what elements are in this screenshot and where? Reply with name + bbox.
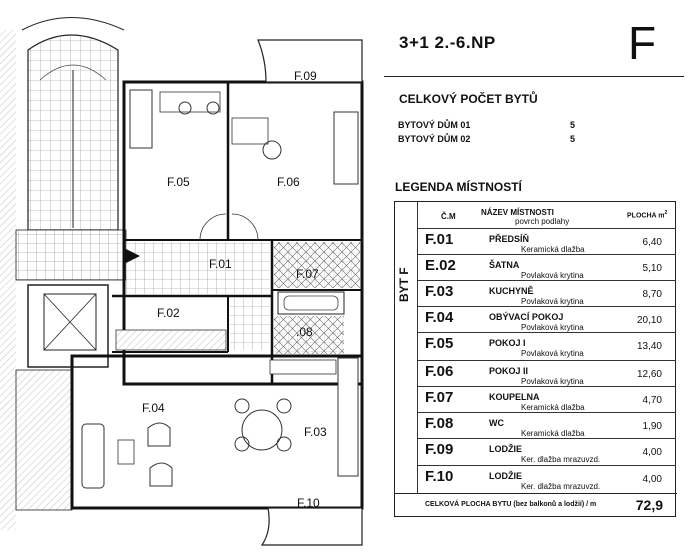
col-name: NÁZEV MÍSTNOSTI xyxy=(481,208,554,217)
dining-table xyxy=(241,409,283,451)
header-divider xyxy=(384,76,684,77)
sofa xyxy=(81,423,105,489)
entrance-arrow-icon xyxy=(124,248,140,264)
kitchen-counter xyxy=(337,357,359,477)
unit-label: BYT F xyxy=(397,267,411,302)
house-count-01: 5 xyxy=(570,120,576,130)
col-area: PLOCHA m2 xyxy=(627,210,668,220)
loggia-f10 xyxy=(260,507,363,546)
room-label-f05: F.05 xyxy=(167,175,190,189)
room-label-f09: F.09 xyxy=(294,69,317,83)
col-code: Č.M xyxy=(441,212,456,221)
bed-f06 xyxy=(333,111,359,185)
room-label-f10: F.10 xyxy=(297,496,320,510)
hatched-wall-strip xyxy=(0,30,16,530)
apartment-title: 3+1 2.-6.NP xyxy=(399,33,496,52)
house-count-02: 5 xyxy=(570,134,576,144)
corridor-tiles xyxy=(15,229,127,281)
house-label-02: BYTOVÝ DŮM 02 xyxy=(398,134,471,144)
room-label-f06: F.06 xyxy=(277,175,300,189)
total-area-label: CELKOVÁ PLOCHA BYTU (bez balkonů a lodži… xyxy=(425,501,597,508)
col-name-sub: povrch podlahy xyxy=(515,217,570,226)
summary-heading: CELKOVÝ POČET BYTŮ xyxy=(399,92,538,106)
total-area-row: CELKOVÁ PLOCHA BYTU (bez balkonů a lodži… xyxy=(395,493,677,518)
staircase xyxy=(21,17,125,231)
room-label-f04: F.04 xyxy=(142,401,165,415)
total-area-value: 72,9 xyxy=(635,497,663,513)
room-label-f07: F.07 xyxy=(296,267,319,281)
house-label-01: BYTOVÝ DŮM 01 xyxy=(398,120,471,130)
bed-f05 xyxy=(129,89,153,149)
room-label-f02: F.02 xyxy=(157,306,180,320)
floor-plan: F.05 F.06 F.01 F.07 F.02 .08 F.04 F.03 F… xyxy=(0,17,364,546)
apartment-letter: F xyxy=(628,17,657,69)
room-label-f08: .08 xyxy=(296,325,313,339)
loggia-f09 xyxy=(257,39,363,83)
legend-heading: LEGENDA MÍSTNOSTÍ xyxy=(395,180,522,194)
room-legend-table: Č.M NÁZEV MÍSTNOSTI povrch podlahy PLOCH… xyxy=(394,201,677,518)
room-label-f01: F.01 xyxy=(209,257,232,271)
room-label-f03: F.03 xyxy=(304,425,327,439)
elevator-shaft xyxy=(27,284,109,368)
